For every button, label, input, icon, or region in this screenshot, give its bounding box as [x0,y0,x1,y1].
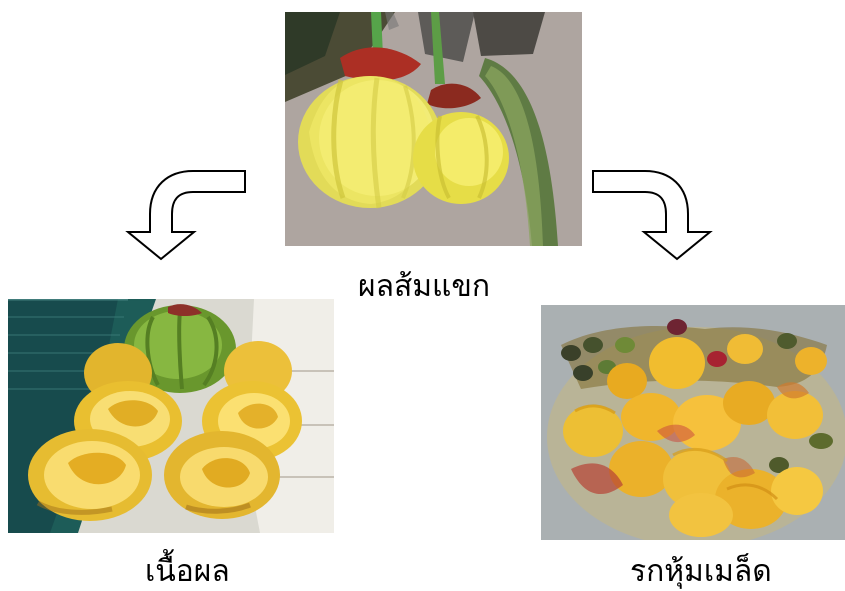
right-curved-arrow-icon [588,166,718,264]
fruit-flesh-photo [8,299,334,533]
fruit-flesh-label: เนื้อผล [145,557,230,587]
seed-aril-label: รกหุ้มเมล็ด [630,557,772,587]
left-curved-arrow-icon [124,166,250,264]
whole-fruit-photo [285,12,582,246]
seed-aril-photo [541,305,845,540]
whole-fruit-label: ผลส้มแขก [358,272,490,302]
